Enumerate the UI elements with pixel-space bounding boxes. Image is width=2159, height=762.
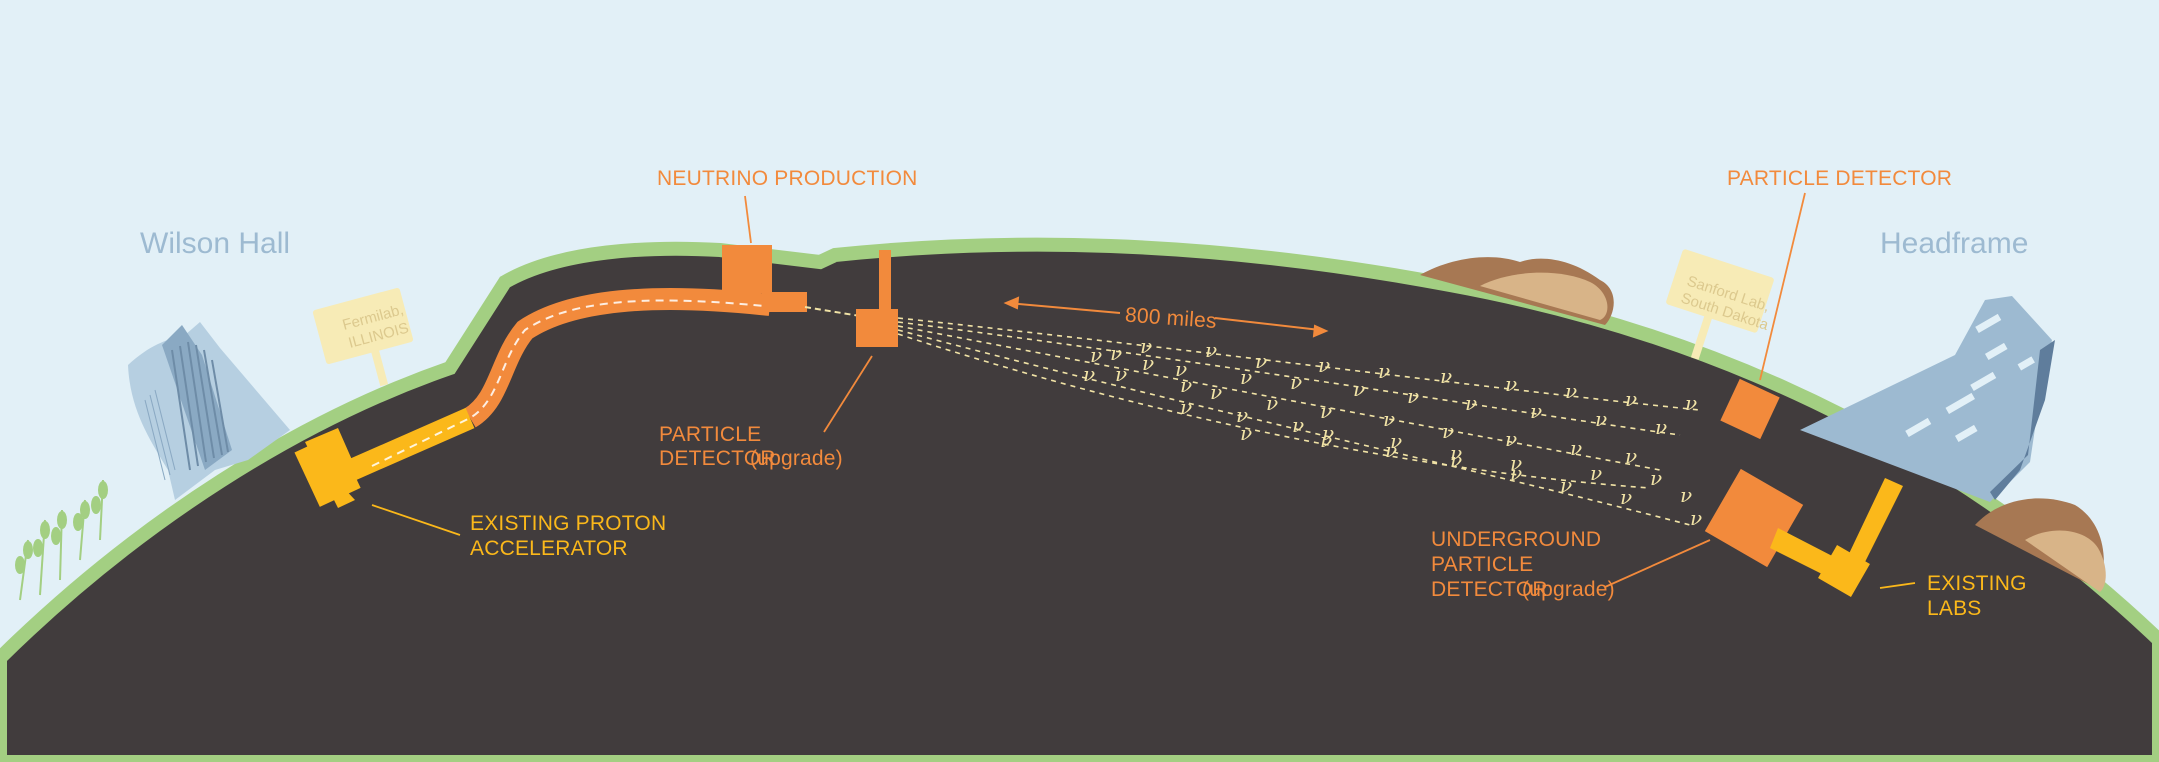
neutrino-symbol: ν (1650, 466, 1662, 490)
neutrino-symbol: ν (1210, 380, 1222, 404)
neutrino-symbol: ν (1320, 428, 1332, 452)
neutrino-symbol: ν (1240, 365, 1252, 389)
neutrino-symbol: ν (1266, 391, 1278, 415)
neutrino-symbol: ν (1292, 413, 1304, 437)
neutrino-symbol: ν (1378, 359, 1390, 383)
neutrino-symbol: ν (1115, 362, 1127, 386)
particle-detector-upgrade-label-2: DETECTOR (659, 447, 776, 470)
neutrino-symbol: ν (1450, 441, 1462, 465)
neutrino-symbol: ν (1383, 407, 1395, 431)
neutrino-symbol: ν (1595, 407, 1607, 431)
underground-detector-suffix: (upgrade) (1522, 578, 1615, 601)
neutrino-symbol: ν (1090, 343, 1102, 367)
neutrino-symbol: ν (1625, 444, 1637, 468)
fermilab-sign: Fermilab, ILLINOIS (312, 287, 414, 387)
headframe-building (1800, 296, 2055, 502)
neutrino-production-label: NEUTRINO PRODUCTION (657, 167, 917, 190)
neutrino-production-target (722, 245, 861, 317)
headframe-label: Headframe (1880, 227, 2028, 260)
neutrino-symbol: ν (1240, 421, 1252, 445)
neutrino-symbol: ν (1320, 399, 1332, 423)
wheat-icon (15, 479, 108, 601)
neutrino-symbol: ν (1110, 341, 1122, 365)
underground-detector-label-1: UNDERGROUND (1431, 528, 1601, 551)
neutrino-symbol: ν (1140, 334, 1152, 358)
distance-arrow (1003, 296, 1329, 338)
neutrino-symbol: ν (1083, 362, 1095, 386)
neutrino-symbol: ν (1255, 349, 1267, 373)
existing-labs-label-1: EXISTING (1927, 572, 2027, 595)
neutrino-symbol: ν (1465, 391, 1477, 415)
neutrino-symbol: ν (1205, 338, 1217, 362)
neutrino-symbol: ν (1655, 415, 1667, 439)
wilson-hall-building (128, 322, 290, 500)
neutrino-symbol: ν (1180, 373, 1192, 397)
underground-detector-label-2: PARTICLE (1431, 553, 1533, 576)
neutrino-beam-lines (897, 317, 1701, 526)
existing-accelerator-label-2: ACCELERATOR (470, 537, 628, 560)
neutrino-symbol: ν (1236, 403, 1248, 427)
neutrino-symbol: ν (1175, 357, 1187, 381)
particle-detector (1720, 378, 1780, 440)
neutrino-symbol: ν (1565, 379, 1577, 403)
neutrino-symbol: ν (1180, 395, 1192, 419)
near-detector (856, 250, 898, 347)
neutrino-symbol: ν (1440, 364, 1452, 388)
neutrino-symbol: ν (1690, 506, 1702, 530)
neutrino-symbol: ν (1505, 427, 1517, 451)
neutrino-symbol: ν (1560, 473, 1572, 497)
leader-lines-yellow (371, 504, 1916, 589)
neutrino-symbol: ν (1510, 451, 1522, 475)
leader-lines (744, 192, 1806, 588)
particle-detector-upgrade-suffix: (upgrade) (750, 447, 843, 470)
neutrino-symbol: ν (1318, 353, 1330, 377)
neutrino-symbol: ν (1322, 421, 1334, 445)
particle-detector-upgrade-label-1: PARTICLE (659, 423, 761, 446)
neutrino-symbol: ν (1353, 377, 1365, 401)
accelerator-block-corner (294, 433, 361, 507)
neutrino-symbol: ν (1530, 399, 1542, 423)
neutrino-symbol: ν (1590, 461, 1602, 485)
underground-detector-label-3: DETECTOR (1431, 578, 1548, 601)
existing-accelerator-label-1: EXISTING PROTON (470, 512, 666, 535)
neutrino-symbol: ν (1442, 419, 1454, 443)
hills (1420, 257, 2106, 592)
particle-detector-label: PARTICLE DETECTOR (1727, 167, 1952, 190)
neutrino-symbol: ν (1505, 372, 1517, 396)
neutrino-symbol: ν (1680, 483, 1692, 507)
neutrino-symbol: ν (1390, 429, 1402, 453)
neutrino-symbol: ν (1407, 384, 1419, 408)
neutrino-symbol: ν (1290, 370, 1302, 394)
beamline-centerline (371, 299, 801, 467)
neutrino-symbol: ν (1570, 436, 1582, 460)
neutrino-symbol: ν (1510, 461, 1522, 485)
existing-labs (1770, 478, 1903, 597)
wilson-hall-label: Wilson Hall (140, 227, 290, 260)
existing-labs-label-2: LABS (1927, 597, 1982, 620)
neutrino-symbol: ν (1625, 387, 1637, 411)
neutrino-symbol: ν (1142, 351, 1154, 375)
neutrino-symbol: ν (1685, 391, 1697, 415)
neutrino-symbol: ν (1385, 438, 1397, 462)
neutrino-symbol: ν (1620, 485, 1632, 509)
neutrino-symbol: ν (1450, 448, 1462, 472)
